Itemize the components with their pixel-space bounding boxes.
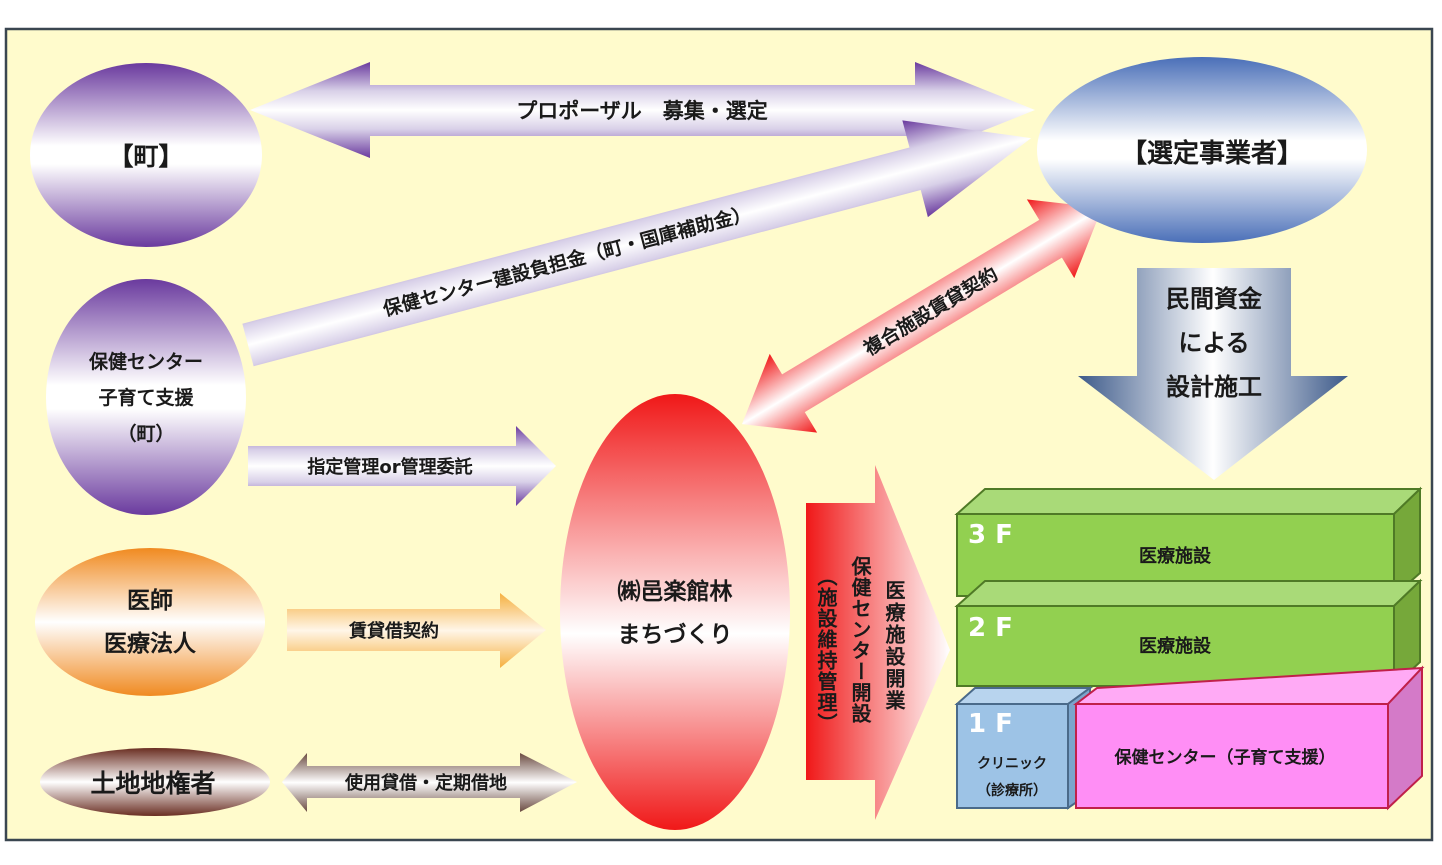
floor-3f-label: 医療施設 [1139, 545, 1212, 567]
landowner-label: 土地地権者 [90, 769, 215, 798]
doctors-line-2: 医療法人 [104, 630, 197, 657]
health-center-line-1: 保健センター [88, 350, 203, 373]
proposal-arrow-label: プロポーザル 募集・選定 [516, 99, 768, 123]
opening-text-col-3: （施設維持管理） [814, 566, 838, 734]
selected-operator-node: 【選定事業者】 [1037, 57, 1367, 243]
opening-line-2: 保健センター開設 [848, 556, 872, 724]
private-funding-line-3: 設計施工 [1166, 373, 1262, 401]
health-center-node: 保健センター 子育て支援 （町） [46, 279, 246, 515]
proposal-arrow: プロポーザル 募集・選定 [250, 62, 1035, 158]
health-center-floor-label: 保健センター（子育て支援） [1114, 747, 1336, 768]
opening-line-3: （施設維持管理） [814, 566, 838, 734]
floor-3f-number: 3 F [968, 520, 1013, 550]
company-line-1: ㈱邑楽館林 [618, 578, 733, 605]
opening-line-1: 医療施設開業 [882, 580, 906, 712]
opening-text-col-2: 保健センター開設 [848, 556, 872, 724]
floor-3f: 3 F 医療施設 [954, 486, 1423, 599]
lease-contract-arrow: 賃貸借契約 [287, 593, 546, 668]
private-funding-arrow: 民間資金 による 設計施工 [1078, 268, 1348, 480]
health-center-line-2: 子育て支援 [98, 386, 194, 409]
floor-1f-health-center: 保健センター（子育て支援） [1073, 665, 1425, 811]
landowner-node: 土地地権者 [40, 748, 270, 816]
designated-management-arrow: 指定管理or管理委託 [248, 426, 556, 506]
company-node: ㈱邑楽館林 まちづくり [560, 394, 790, 830]
private-funding-line-2: による [1178, 329, 1249, 357]
floor-2f-label: 医療施設 [1139, 635, 1212, 657]
floor-2f: 2 F 医療施設 [954, 578, 1423, 689]
town-node: 【町】 [30, 63, 262, 247]
company-line-2: まちづくり [618, 622, 733, 648]
floor-1f-number: 1 F [968, 709, 1013, 739]
floor-2f-number: 2 F [968, 613, 1013, 643]
clinic-line-2: （診療所） [977, 782, 1047, 799]
doctors-node: 医師 医療法人 [35, 548, 265, 696]
private-funding-line-1: 民間資金 [1166, 285, 1263, 313]
doctors-line-1: 医師 [127, 587, 173, 614]
town-label: 【町】 [108, 142, 183, 171]
clinic-line-1: クリニック [977, 756, 1047, 772]
land-use-label: 使用貸借・定期借地 [344, 772, 507, 794]
opening-text-col-1: 医療施設開業 [882, 580, 906, 712]
health-center-line-3: （町） [117, 422, 174, 445]
designated-management-label: 指定管理or管理委託 [307, 456, 472, 478]
selected-operator-label: 【選定事業者】 [1121, 138, 1303, 169]
floor-1f-clinic: 1 F クリニック （診療所） [954, 686, 1094, 810]
lease-contract-label: 賃貸借契約 [348, 620, 439, 642]
opening-arrow: 医療施設開業 保健センター開設 （施設維持管理） [806, 465, 950, 820]
land-use-arrow: 使用貸借・定期借地 [282, 753, 577, 812]
